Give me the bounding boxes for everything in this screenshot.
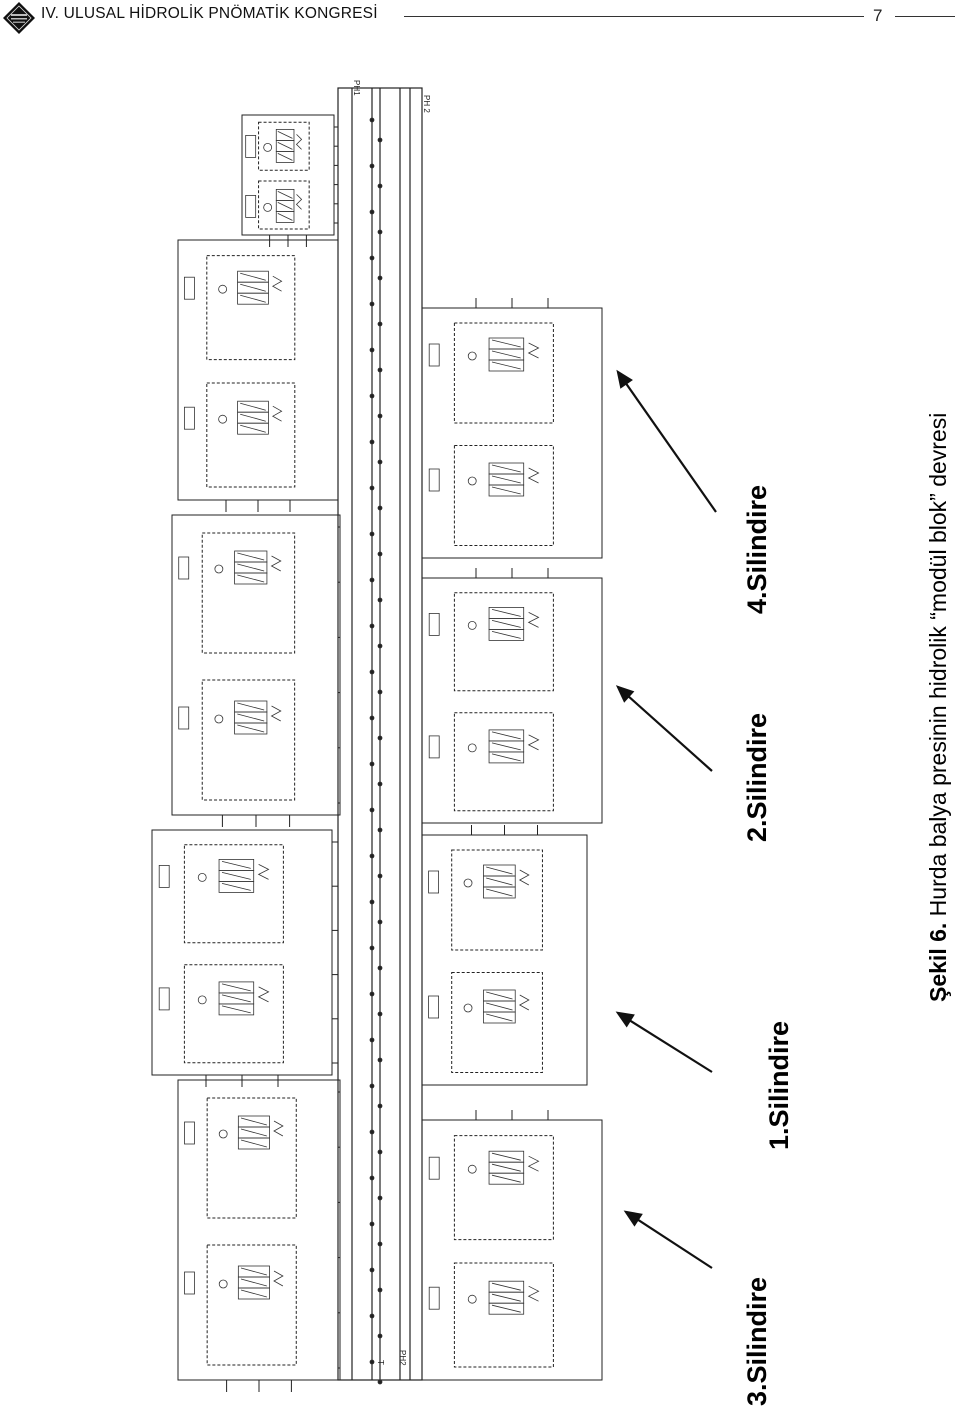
cylinder-pointer-arrow — [617, 1012, 713, 1073]
ph2-line-label: PH 2 — [422, 95, 431, 113]
tank-line-label: T — [376, 1360, 385, 1365]
valve-module — [421, 307, 603, 559]
valve-module — [177, 239, 339, 501]
cylinder-pointer-arrow — [617, 371, 717, 513]
valve-module — [171, 514, 341, 816]
caption-label: Şekil 6. — [925, 922, 951, 1002]
cylinder-3-label: 3.Silindire — [742, 1276, 772, 1406]
cylinder-4-label: 4.Silindire — [742, 484, 772, 614]
cylinder-pointer-arrow — [625, 1211, 713, 1269]
caption-text: Hurda balya presinin hidrolik “modül blo… — [925, 412, 951, 923]
conference-title: IV. ULUSAL HİDROLİK PNÖMATİK KONGRESİ — [41, 5, 378, 22]
valve-module — [421, 1119, 603, 1381]
hydraulic-circuit-diagram: PH1 PH 2 PH2 T — [151, 80, 717, 1392]
header-rule — [404, 16, 864, 17]
figure-caption: Şekil 6. Hurda balya presinin hidrolik “… — [925, 413, 952, 1002]
valve-module — [177, 1079, 341, 1381]
cylinder-pointer-arrow — [617, 686, 713, 772]
valve-module — [421, 834, 588, 1086]
header-rule-right — [895, 16, 955, 17]
page-number: 7 — [873, 6, 883, 25]
cylinder-2-label: 2.Silindire — [742, 712, 772, 842]
cylinder-1-label: 1.Silindire — [764, 1020, 794, 1150]
hydraulic-circuit-figure: PH1 PH 2 PH2 T 3.Silindire 1.Silindire 2… — [0, 40, 960, 1406]
valve-module — [151, 829, 333, 1076]
congress-logo-icon — [3, 2, 35, 34]
ph1-line-label: PH1 — [352, 80, 361, 96]
valve-module — [421, 577, 603, 824]
ph2-bottom-line-label: PH2 — [398, 1350, 407, 1366]
page-header: IV. ULUSAL HİDROLİK PNÖMATİK KONGRESİ 7 — [0, 0, 960, 40]
